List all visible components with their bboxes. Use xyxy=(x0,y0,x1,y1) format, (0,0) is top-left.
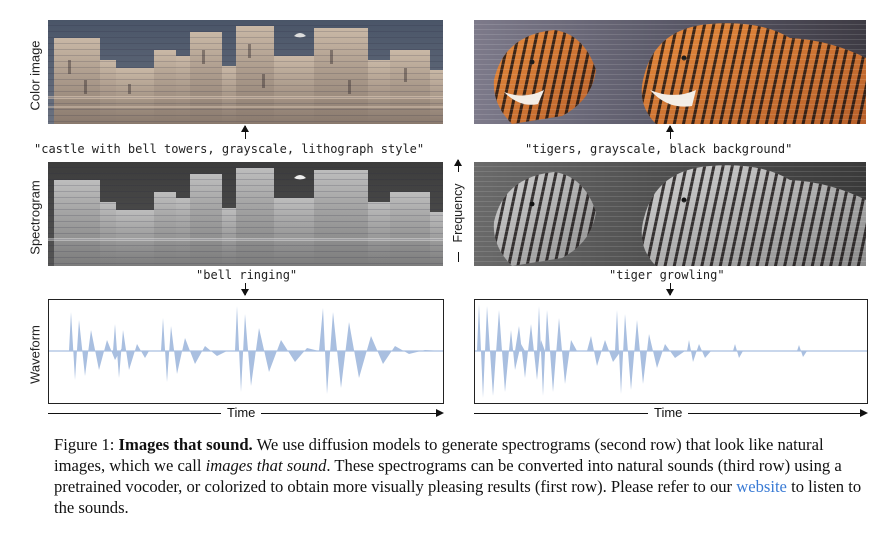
figure-label: Figure 1: xyxy=(54,435,115,454)
caption-title: Images that sound. xyxy=(118,435,253,454)
tiger-waveform xyxy=(474,299,868,404)
right-up-arrow xyxy=(666,125,674,139)
figure-caption: Figure 1: Images that sound. We use diff… xyxy=(54,434,872,518)
right-time-axis: Time xyxy=(474,405,868,420)
bell-waveform xyxy=(48,299,444,404)
tiger-spectrogram xyxy=(474,162,866,266)
website-link[interactable]: website xyxy=(736,477,787,496)
caption-text-1: We use diffusion models to generate spec… xyxy=(54,435,824,475)
tiger-waveform-plot xyxy=(475,304,867,398)
castle-spectrogram xyxy=(48,162,443,266)
row-label-color-image: Color image xyxy=(27,40,43,111)
left-time-label: Time xyxy=(221,405,262,420)
tiger-color-image xyxy=(474,20,866,124)
left-audio-prompt: "bell ringing" xyxy=(196,268,298,282)
row-label-waveform: Waveform xyxy=(27,325,43,384)
row-label-spectrogram: Spectrogram xyxy=(27,180,43,255)
caption-text-2: . These spectrograms can be converted in… xyxy=(54,456,842,496)
left-time-axis: Time xyxy=(48,405,444,420)
bell-waveform-plot xyxy=(49,306,443,394)
caption-text-3: to listen to the sounds. xyxy=(54,477,862,517)
frequency-tick xyxy=(458,252,459,262)
right-image-prompt: "tigers, grayscale, black background" xyxy=(525,142,793,156)
left-image-prompt: "castle with bell towers, grayscale, lit… xyxy=(34,142,425,156)
castle-color-image xyxy=(48,20,443,124)
right-time-label: Time xyxy=(648,405,689,420)
right-audio-prompt: "tiger growling" xyxy=(609,268,725,282)
left-up-arrow xyxy=(241,125,249,139)
right-down-arrow xyxy=(666,283,674,296)
frequency-arrow xyxy=(454,159,462,172)
left-down-arrow xyxy=(241,283,249,296)
caption-emphasis: images that sound xyxy=(205,456,327,475)
